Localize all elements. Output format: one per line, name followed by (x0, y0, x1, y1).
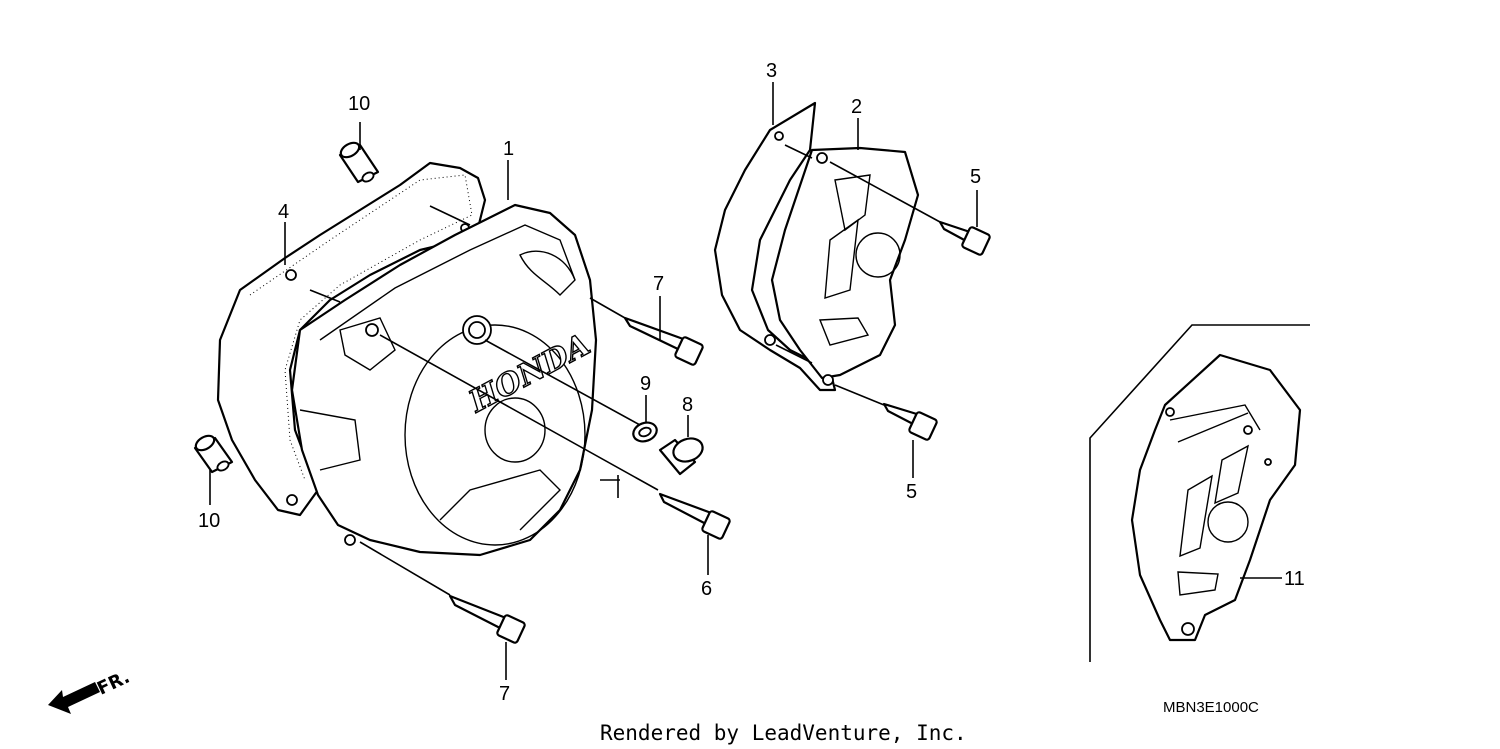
callout-11: 11 (1284, 568, 1305, 590)
dowel-pin-top-part-10[interactable] (338, 140, 380, 184)
sprocket-guard-plate-part-3[interactable] (713, 101, 837, 392)
bolt-part-5-upper[interactable] (938, 220, 991, 256)
plug-part-8[interactable] (658, 435, 706, 476)
callout-8: 8 (682, 394, 693, 416)
callout-1: 1 (503, 138, 514, 160)
callout-6: 6 (701, 578, 712, 600)
sprocket-cover-assembly-part-11[interactable] (1130, 353, 1302, 642)
callout-7-upper: 7 (653, 273, 664, 295)
left-crankcase-cover-part-1[interactable]: HONDA (290, 203, 598, 557)
callout-5-lower: 5 (906, 481, 917, 503)
callout-10-bottom: 10 (198, 510, 220, 532)
callout-3: 3 (766, 60, 777, 82)
callout-2: 2 (851, 96, 862, 118)
callout-9: 9 (640, 373, 651, 395)
callout-10-top: 10 (348, 93, 370, 115)
diagram-code: MBN3E1000C (1163, 699, 1259, 716)
inset-frame (1089, 324, 1310, 662)
bolt-part-6[interactable] (658, 492, 731, 540)
leader-lines (209, 82, 1282, 680)
callout-labels: 10 4 1 10 3 2 5 7 9 8 5 6 7 11 (198, 60, 1305, 705)
front-arrow-icon: FR. (48, 667, 133, 714)
front-arrow-label: FR. (94, 667, 133, 700)
dowel-pin-bottom-part-10[interactable] (193, 433, 234, 474)
credit-text: Rendered by LeadVenture, Inc. (600, 721, 967, 745)
bolt-part-7-upper[interactable] (623, 316, 704, 366)
bolt-part-5-lower[interactable] (882, 402, 938, 441)
bolt-part-7-lower[interactable] (448, 594, 526, 644)
callout-7-lower: 7 (499, 683, 510, 705)
washer-part-9[interactable] (631, 419, 660, 444)
sprocket-cover-part-2[interactable] (770, 146, 920, 386)
gasket-part-4[interactable] (216, 161, 487, 517)
callout-5-upper: 5 (970, 166, 981, 188)
callout-4: 4 (278, 201, 289, 223)
